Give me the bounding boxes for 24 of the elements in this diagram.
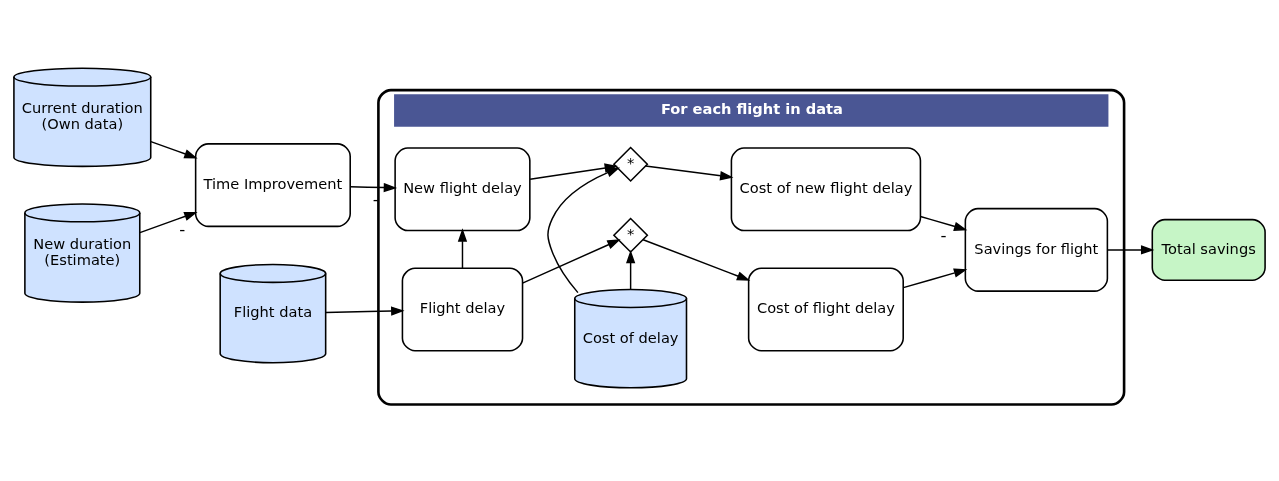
node-diamond: * [612,217,649,254]
node-box: Cost of flight delay [747,267,904,352]
arrow [150,140,198,159]
arrow [642,238,751,281]
arrow [139,211,198,234]
arrow [625,250,636,291]
arrow [919,215,968,231]
node-diamond: * [612,146,649,183]
arrow [521,239,621,284]
edge-label: - [179,219,186,240]
node-box: Cost of new flight delay [730,147,922,232]
arrow [644,165,734,181]
arrow [1106,245,1155,255]
node-box: Savings for flight [964,207,1109,292]
node-box: Flight delay [401,267,524,352]
arrow [349,182,398,193]
arrow [902,268,968,289]
node-box: Total savings [1151,218,1266,281]
node-box: New flight delay [394,147,531,232]
arrow [457,228,468,269]
arrow [324,306,405,316]
edge-label: - [372,188,379,209]
edge-label: - [940,224,947,245]
node-box: Time Improvement [194,143,351,228]
